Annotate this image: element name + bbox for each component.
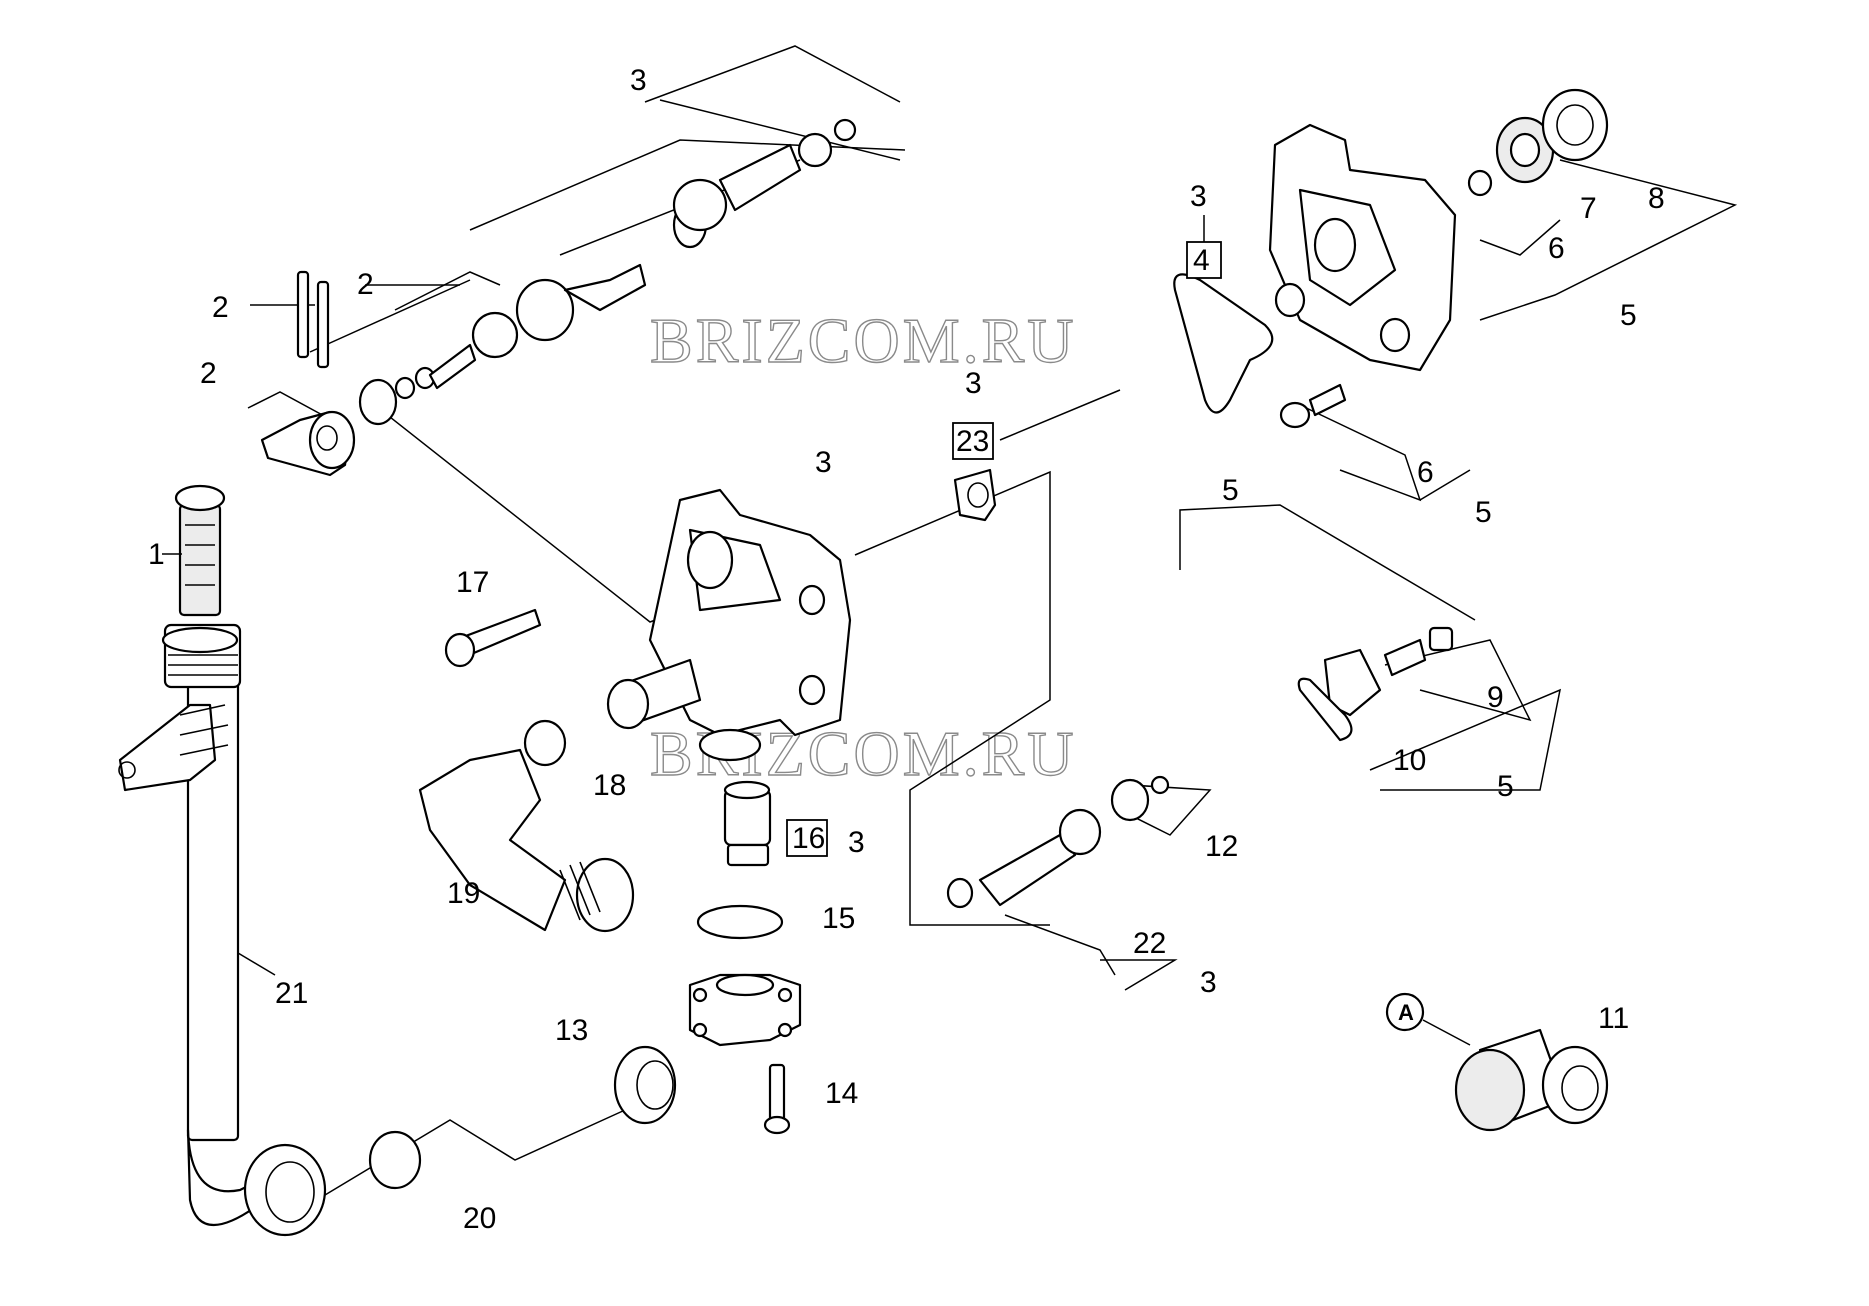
callout-5d: 5 [1497, 770, 1514, 803]
callout-7: 7 [1580, 192, 1597, 225]
callout-1: 1 [148, 538, 165, 571]
callout-23: 23 [956, 425, 989, 458]
pump-housing [606, 488, 852, 762]
view-marker-a: A [1385, 992, 1471, 1046]
part-6-valve-lower [1279, 383, 1347, 429]
callout-3c: 3 [965, 367, 982, 400]
part-11-coupling [1454, 1028, 1609, 1132]
callout-5b: 5 [1222, 474, 1239, 507]
callout-19: 19 [447, 877, 480, 910]
part-7-seal [1495, 116, 1555, 184]
bottom-manifold [688, 973, 802, 1047]
part-18-o-ring [523, 719, 567, 767]
callout-2b: 2 [357, 268, 374, 301]
svg-text:A: A [1398, 1000, 1414, 1025]
part-19-elbow-pipe [418, 748, 635, 933]
callout-3a: 3 [630, 64, 647, 97]
part-3-valve-kit [358, 118, 857, 426]
part-12-sleeve [1110, 775, 1170, 822]
callout-8: 8 [1648, 182, 1665, 215]
part-8-cap [1541, 88, 1609, 162]
callout-3b: 3 [1190, 180, 1207, 213]
part-6-valve-upper [1467, 169, 1493, 197]
callout-13: 13 [555, 1014, 588, 1047]
leader-lines [232, 45, 1738, 1196]
part-9-valve [1383, 626, 1454, 677]
callout-16: 16 [792, 822, 825, 855]
part-16-check-valve [723, 780, 772, 867]
callout-2a: 2 [212, 291, 229, 324]
callout-22: 22 [1133, 927, 1166, 960]
callout-3d: 3 [815, 446, 832, 479]
callout-21: 21 [275, 977, 308, 1010]
pump-head [1268, 123, 1457, 372]
part-4-seal [1173, 273, 1274, 414]
callout-11: 11 [1598, 1002, 1629, 1035]
part-15-o-ring [696, 904, 784, 940]
callout-12: 12 [1205, 830, 1238, 863]
callout-3e: 3 [848, 826, 865, 859]
callout-labels: 1 2 2 2 3 3 3 3 3 3 4 5 5 5 5 6 6 7 8 9 … [148, 64, 1665, 1235]
part-1-filter [174, 484, 226, 617]
callout-5c: 5 [1475, 496, 1492, 529]
part-2-pins-and-block [260, 270, 356, 477]
callout-2c: 2 [200, 357, 217, 390]
part-17-bolt [444, 608, 542, 668]
watermark-top: BRIZCOM.RU [650, 305, 1077, 376]
callout-18: 18 [593, 769, 626, 802]
part-23-valve [953, 468, 997, 522]
callout-17: 17 [456, 566, 489, 599]
part-13-threaded-nipple [613, 1045, 677, 1125]
callout-9: 9 [1487, 681, 1504, 714]
part-21-suction-pipe [118, 623, 327, 1237]
part-20-o-ring [368, 1130, 422, 1190]
callout-6a: 6 [1548, 232, 1565, 265]
callout-15: 15 [822, 902, 855, 935]
callout-4: 4 [1193, 244, 1210, 277]
callout-10: 10 [1393, 744, 1426, 777]
part-14-screw [763, 1063, 791, 1135]
callout-3f: 3 [1200, 966, 1217, 999]
part-22-piston [946, 808, 1102, 909]
callout-20: 20 [463, 1202, 496, 1235]
callout-14: 14 [825, 1077, 858, 1110]
part-10-valve-seat [1297, 648, 1382, 742]
callout-5a: 5 [1620, 299, 1637, 332]
callout-6b: 6 [1417, 456, 1434, 489]
